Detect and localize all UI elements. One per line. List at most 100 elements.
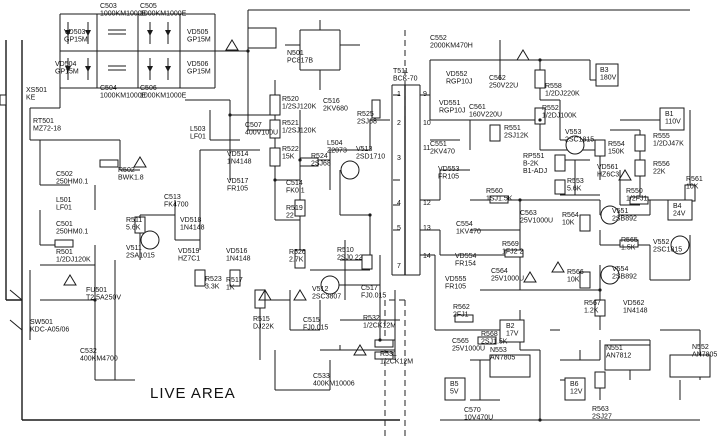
label-line: R523 bbox=[205, 276, 222, 283]
label-line: VD555 bbox=[445, 276, 467, 283]
label-line: V553 bbox=[565, 129, 581, 136]
label-line: VD562 bbox=[623, 300, 645, 307]
label-line: L504 bbox=[327, 140, 343, 147]
warning-icon bbox=[133, 156, 147, 168]
pin-number: 3 bbox=[397, 155, 401, 162]
label-line: 1N4148 bbox=[623, 308, 648, 315]
pin-number: 12 bbox=[423, 200, 431, 207]
label-line: 17V bbox=[506, 331, 519, 338]
label-line: C513 bbox=[164, 194, 181, 201]
resistor-r568 bbox=[477, 336, 497, 345]
label-line: 2SB892 bbox=[612, 274, 637, 281]
label-line: RT501 bbox=[33, 118, 54, 125]
resistor-r564 bbox=[579, 214, 591, 232]
label-line: KE bbox=[26, 95, 36, 102]
label-line: 1/2DJ100K bbox=[542, 113, 577, 120]
label-line: R569 bbox=[502, 241, 519, 248]
label-line: 1KV470 bbox=[456, 229, 481, 236]
label-line: 1.2K bbox=[584, 308, 599, 315]
label-line: VD503 bbox=[64, 29, 86, 36]
label-line: 2SC1815 bbox=[653, 247, 682, 254]
label-line: HZ6C3 bbox=[597, 172, 619, 179]
label-line: R556 bbox=[653, 161, 670, 168]
label-line: GP15M bbox=[187, 37, 211, 44]
label-line: SW501 bbox=[30, 319, 53, 326]
label-line: 1000KM1000E bbox=[100, 11, 147, 18]
label-line: V551 bbox=[612, 208, 628, 215]
label-line: AN7805 bbox=[490, 355, 515, 362]
label-line: 1/2SJ120K bbox=[282, 104, 317, 111]
label-line: R520 bbox=[282, 96, 299, 103]
label-line: BCK-70 bbox=[393, 76, 418, 83]
label-line: R553 bbox=[567, 178, 584, 185]
label-line: BWK1.8 bbox=[118, 175, 144, 182]
resistor-r563 bbox=[594, 371, 606, 389]
warning-icon bbox=[63, 274, 77, 286]
label-line: B4 bbox=[673, 203, 682, 210]
label-line: FK0.1 bbox=[286, 188, 305, 195]
label-line: 2SC1815 bbox=[565, 137, 594, 144]
label-line: 2SA1015 bbox=[126, 253, 155, 260]
resistor-r566 bbox=[579, 271, 591, 289]
label-line: V554 bbox=[612, 266, 628, 273]
label-line: L501 bbox=[56, 197, 72, 204]
label-line: 1N4148 bbox=[180, 225, 205, 232]
resistor-r560 bbox=[489, 195, 509, 204]
label-line: GP15M bbox=[55, 69, 79, 76]
terminal-b6 bbox=[564, 377, 586, 401]
potentiometer-rp551 bbox=[554, 154, 566, 172]
label-line: 2000KM470H bbox=[430, 43, 473, 50]
label-line: C565 bbox=[452, 338, 469, 345]
label-line: 25V1000U bbox=[452, 346, 485, 353]
label-line: 2KV680 bbox=[323, 106, 348, 113]
label-line: VD552 bbox=[446, 71, 468, 78]
label-line: R563 bbox=[592, 406, 609, 413]
label-line: 24V bbox=[673, 211, 686, 218]
label-line: 10V470U bbox=[464, 415, 493, 422]
pin-number: 10 bbox=[423, 120, 431, 127]
label-line: C515 bbox=[303, 317, 320, 324]
label-line: HZ7C1 bbox=[178, 256, 200, 263]
bridge-capacitors bbox=[108, 29, 126, 71]
label-line: R552 bbox=[542, 105, 559, 112]
pin-number: 1 bbox=[397, 91, 401, 98]
label-line: C506 bbox=[140, 85, 157, 92]
label-line: R567 bbox=[584, 300, 601, 307]
warning-icon bbox=[551, 261, 565, 273]
label-line: VD514 bbox=[227, 151, 249, 158]
label-line: C554 bbox=[456, 221, 473, 228]
label-line: VD519 bbox=[178, 248, 200, 255]
resistor-r531 bbox=[374, 351, 394, 360]
label-line: 2SB892 bbox=[612, 216, 637, 223]
transistor-v554 bbox=[600, 265, 620, 285]
